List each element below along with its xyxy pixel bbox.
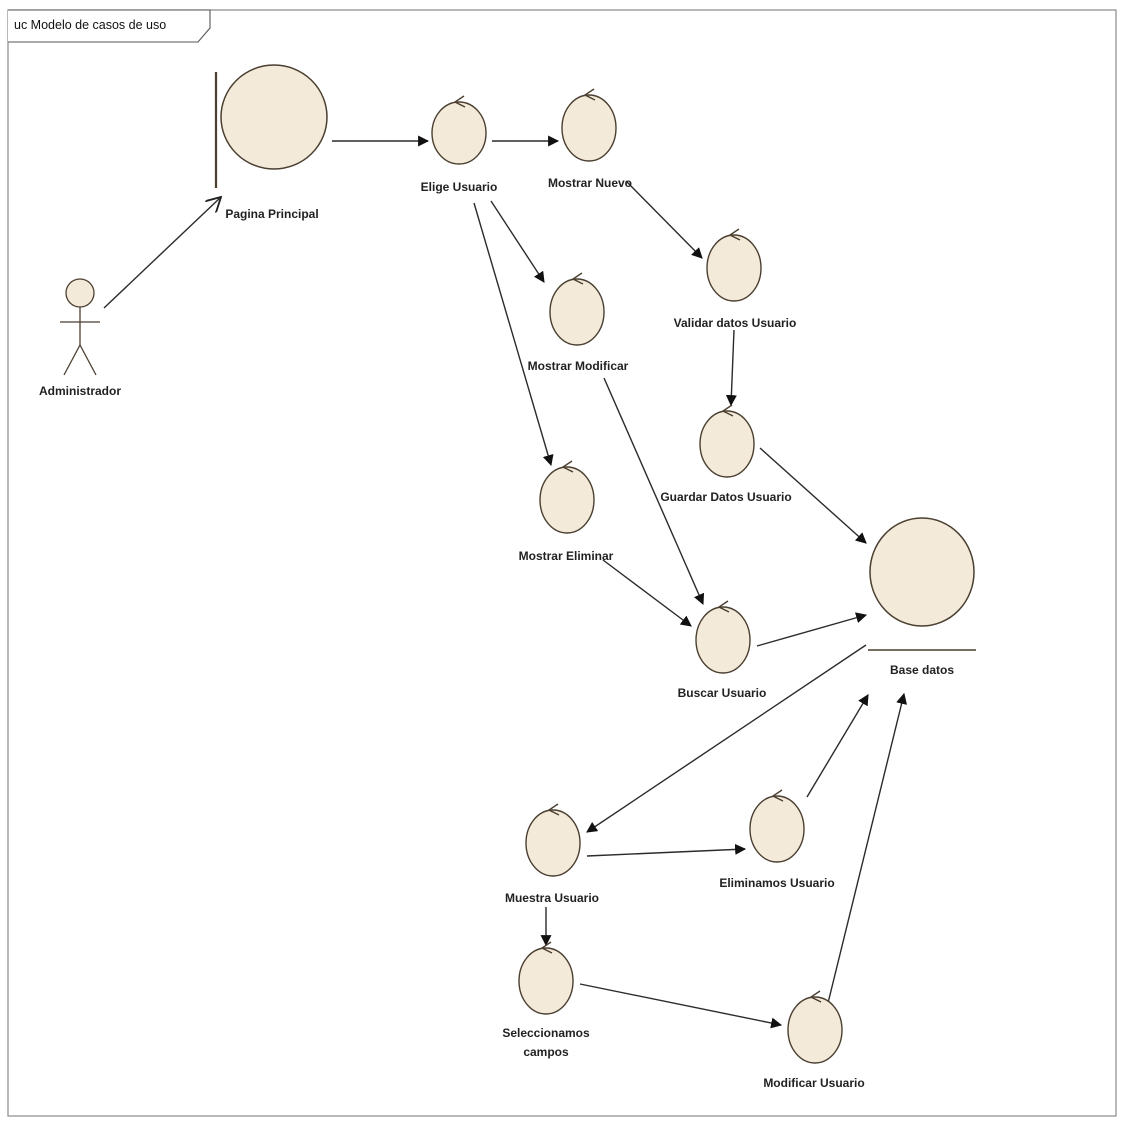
control-mostrar-nuevo[interactable]: Mostrar Nuevo <box>548 88 632 190</box>
control-icon <box>749 795 805 863</box>
connector-seleccionamos-campos-to-modificar-usuario <box>579 983 783 1029</box>
connector-modificar-usuario-to-base-datos <box>827 692 907 1004</box>
connector-base-datos-to-muestra-usuario <box>586 644 867 833</box>
control-arrowhead-icon <box>771 789 784 802</box>
control-guardar-datos-usuario[interactable]: Guardar Datos Usuario <box>660 404 792 504</box>
control-icon <box>549 278 605 346</box>
control-label: Seleccionamos campos <box>502 1026 590 1059</box>
control-icon <box>539 466 595 534</box>
control-arrowhead-icon <box>717 600 730 613</box>
control-label: Eliminamos Usuario <box>719 876 834 890</box>
control-arrowhead-icon <box>721 404 734 417</box>
control-icon <box>561 94 617 162</box>
actor-icon <box>60 278 100 376</box>
boundary-icon <box>220 64 328 170</box>
entity-label: Base datos <box>890 663 954 677</box>
control-label: Mostrar Nuevo <box>548 176 632 190</box>
frame-title-tab <box>8 9 211 43</box>
control-eliminamos-usuario[interactable]: Eliminamos Usuario <box>719 789 835 890</box>
frame-border <box>7 9 1117 1117</box>
entity-icon <box>869 517 975 627</box>
control-elige-usuario[interactable]: Elige Usuario <box>421 95 498 194</box>
control-validar-datos-usuario[interactable]: Validar datos Usuario <box>674 228 797 330</box>
control-arrowhead-icon <box>453 95 466 108</box>
control-muestra-usuario[interactable]: Muestra Usuario <box>505 803 599 905</box>
control-modificar-usuario[interactable]: Modificar Usuario <box>763 990 865 1090</box>
actor-label: Administrador <box>39 384 121 398</box>
connector-guardar-datos-usuario-to-base-datos <box>759 447 867 544</box>
actor-administrador[interactable]: Administrador <box>39 278 121 398</box>
control-label: Muestra Usuario <box>505 891 599 905</box>
frame-title: uc Modelo de casos de uso <box>14 18 166 32</box>
connector-eliminamos-usuario-to-base-datos <box>806 694 869 798</box>
connector-muestra-usuario-to-eliminamos-usuario <box>586 843 747 857</box>
control-icon <box>706 234 762 302</box>
control-label: Validar datos Usuario <box>674 316 797 330</box>
control-arrowhead-icon <box>571 272 584 285</box>
control-label-box: Seleccionamos campos <box>502 1026 590 1059</box>
control-icon <box>431 101 487 165</box>
connector-buscar-usuario-to-base-datos <box>756 612 868 647</box>
control-icon <box>699 410 755 478</box>
boundary-label: Pagina Principal <box>225 207 318 221</box>
control-mostrar-modificar[interactable]: Mostrar Modificar <box>528 272 629 373</box>
control-arrowhead-icon <box>583 88 596 101</box>
control-buscar-usuario[interactable]: Buscar Usuario <box>678 600 767 700</box>
control-arrowhead-icon <box>809 990 822 1003</box>
control-label: Mostrar Modificar <box>528 359 629 373</box>
control-arrowhead-icon <box>728 228 741 241</box>
diagram-frame: uc Modelo de casos de uso <box>7 9 1117 1117</box>
control-arrowhead-icon <box>540 941 553 954</box>
control-label: Modificar Usuario <box>763 1076 864 1090</box>
control-icon <box>787 996 843 1064</box>
nodes: Administrador Pagina Principal Base dato… <box>39 64 976 1090</box>
control-arrowhead-icon <box>561 460 574 473</box>
control-icon <box>525 809 581 877</box>
connector-mostrar-nuevo-to-validar-datos-usuario <box>625 180 703 259</box>
entity-base-datos[interactable]: Base datos <box>868 517 976 677</box>
connections <box>103 135 907 1029</box>
control-label: Elige Usuario <box>421 180 498 194</box>
control-icon <box>695 606 751 674</box>
connector-elige-usuario-to-mostrar-eliminar <box>473 202 554 467</box>
control-mostrar-eliminar[interactable]: Mostrar Eliminar <box>519 460 614 563</box>
boundary-pagina-principal[interactable]: Pagina Principal <box>214 64 328 221</box>
control-arrowhead-icon <box>547 803 560 816</box>
connector-mostrar-modificar-to-buscar-usuario <box>603 377 705 606</box>
control-label: Buscar Usuario <box>678 686 767 700</box>
connector-mostrar-eliminar-to-buscar-usuario <box>602 559 692 627</box>
control-seleccionamos-campos[interactable]: Seleccionamos campos <box>486 941 606 1070</box>
connector-validar-datos-usuario-to-guardar-datos-usuario <box>725 329 737 407</box>
connector-elige-usuario-to-mostrar-modificar <box>490 200 545 283</box>
control-label: Mostrar Eliminar <box>519 549 614 563</box>
control-icon <box>518 947 574 1015</box>
control-label: Guardar Datos Usuario <box>660 490 791 504</box>
connector-administrador-to-pagina-principal <box>103 197 221 309</box>
